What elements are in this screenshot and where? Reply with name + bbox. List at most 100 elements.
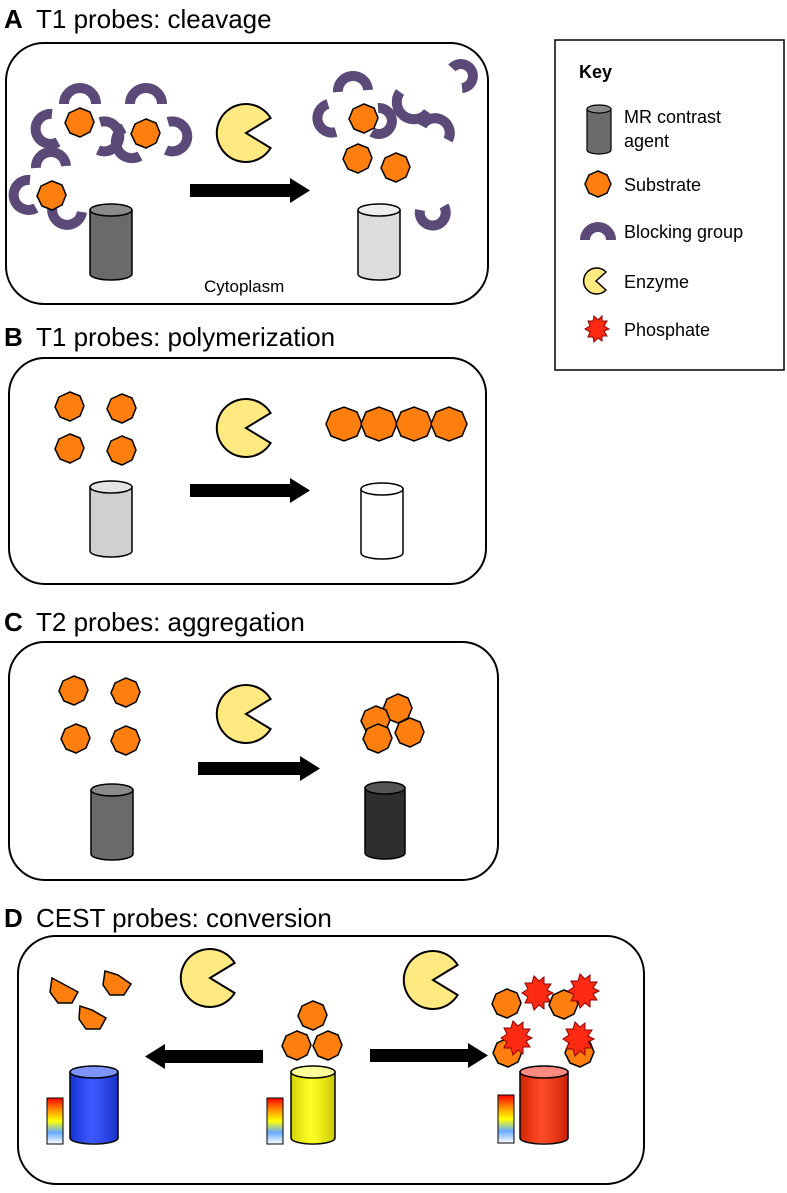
polymer-chain bbox=[325, 406, 468, 442]
substrate-icon bbox=[297, 1000, 328, 1031]
key-label: Phosphate bbox=[624, 320, 710, 340]
key-item-substrate: Substrate bbox=[584, 170, 701, 198]
panel-b-title: T1 probes: polymerization bbox=[36, 322, 335, 352]
cytoplasm-label: Cytoplasm bbox=[204, 277, 284, 296]
reaction-arrow bbox=[190, 478, 310, 503]
substrate-icon bbox=[36, 180, 67, 211]
phosphate-icon bbox=[521, 975, 555, 1011]
blocked-substrate-cluster bbox=[8, 83, 193, 230]
substrate-icon bbox=[584, 170, 612, 198]
cest-scale-bar bbox=[46, 1097, 64, 1145]
blocking-group-icon bbox=[580, 222, 616, 241]
substrate-icon bbox=[281, 1030, 312, 1061]
panel-c: C T2 probes: aggregation bbox=[4, 607, 499, 881]
contrast-agent-icon bbox=[290, 1065, 336, 1145]
panel-c-frame bbox=[8, 641, 499, 881]
panel-a-frame bbox=[5, 42, 489, 305]
phosphate-icon bbox=[567, 973, 601, 1009]
phosphate-icon bbox=[584, 314, 611, 344]
enzyme-icon bbox=[215, 398, 272, 458]
contrast-agent-icon bbox=[69, 1065, 119, 1145]
key-label-line2: agent bbox=[624, 131, 669, 151]
key-item-phosphate: Phosphate bbox=[584, 314, 710, 344]
substrate-icon bbox=[325, 406, 363, 442]
cleaved-substrate-icon bbox=[102, 970, 133, 996]
reaction-arrow bbox=[190, 178, 310, 203]
aggregate-cluster bbox=[360, 693, 425, 754]
phosphate-icon bbox=[500, 1020, 534, 1056]
enzyme-icon bbox=[215, 684, 272, 744]
substrate-icon bbox=[312, 1030, 343, 1061]
substrate-icon bbox=[395, 406, 433, 442]
substrate-icon bbox=[394, 717, 425, 748]
substrate-icon bbox=[110, 725, 141, 756]
reaction-arrow bbox=[198, 756, 320, 781]
panel-a: A T1 probes: cleavage bbox=[4, 4, 489, 305]
panel-d-frame bbox=[17, 935, 645, 1185]
substrate-icon bbox=[380, 152, 411, 183]
cleaved-substrate-icon bbox=[78, 1004, 108, 1030]
substrate-group bbox=[54, 391, 137, 466]
substrate-icon bbox=[60, 723, 91, 754]
substrate-icon bbox=[54, 433, 85, 464]
blocking-group-icon bbox=[8, 83, 193, 230]
panel-d-title: CEST probes: conversion bbox=[36, 903, 332, 933]
phosphate-icon bbox=[562, 1021, 596, 1057]
enzyme-icon bbox=[215, 103, 272, 163]
blocking-group-icon bbox=[312, 59, 478, 231]
key-item-enzyme: Enzyme bbox=[582, 267, 689, 295]
substrate-group bbox=[58, 675, 141, 756]
key-label: Blocking group bbox=[624, 222, 743, 242]
contrast-agent-icon bbox=[90, 783, 134, 861]
key-heading: Key bbox=[579, 62, 612, 82]
released-products bbox=[312, 59, 478, 231]
contrast-agent-icon bbox=[89, 480, 133, 558]
substrate-icon bbox=[360, 406, 398, 442]
substrate-icon bbox=[54, 391, 85, 422]
cest-scale-bar bbox=[497, 1094, 515, 1144]
substrate-icon bbox=[106, 435, 137, 466]
enzyme-icon bbox=[582, 267, 608, 295]
contrast-agent-icon bbox=[364, 781, 406, 860]
substrate-icon bbox=[342, 143, 373, 174]
contrast-agent-icon bbox=[89, 203, 133, 281]
substrate-icon bbox=[130, 118, 161, 149]
enzyme-icon bbox=[402, 950, 459, 1010]
key-item-contrast-agent: MR contrast agent bbox=[586, 104, 721, 155]
cleaved-substrate-icon bbox=[49, 976, 80, 1004]
enzyme-icon bbox=[179, 948, 236, 1008]
panel-b-frame bbox=[8, 357, 487, 585]
contrast-agent-icon bbox=[360, 482, 404, 560]
cest-scale-bar bbox=[266, 1097, 284, 1145]
key-label: Enzyme bbox=[624, 272, 689, 292]
substrate-icon bbox=[430, 406, 468, 442]
key-item-blocking-group: Blocking group bbox=[580, 222, 743, 242]
key-label: MR contrast bbox=[624, 107, 721, 127]
contrast-agent-icon bbox=[357, 203, 401, 281]
substrate-icon bbox=[106, 393, 137, 424]
panel-d: D CEST probes: conversion bbox=[4, 903, 645, 1185]
panel-b-letter: B bbox=[4, 322, 23, 352]
substrate-group bbox=[281, 1000, 343, 1061]
panel-d-letter: D bbox=[4, 903, 23, 933]
panel-a-letter: A bbox=[4, 4, 23, 34]
contrast-agent-icon bbox=[586, 104, 612, 155]
panel-a-title: T1 probes: cleavage bbox=[36, 4, 272, 34]
key-box: Key MR contrast agent Substrate Blocking… bbox=[554, 39, 785, 371]
substrate-icon bbox=[491, 988, 522, 1019]
panel-b: B T1 probes: polymerization bbox=[4, 322, 487, 585]
substrate-icon bbox=[348, 103, 379, 134]
panel-c-title: T2 probes: aggregation bbox=[36, 607, 305, 637]
reaction-arrow bbox=[370, 1043, 488, 1068]
reaction-arrow bbox=[145, 1044, 263, 1069]
substrate-icon bbox=[362, 723, 393, 754]
cleaved-substrate-fragments bbox=[49, 970, 133, 1030]
substrate-icon bbox=[64, 107, 95, 138]
key-label: Substrate bbox=[624, 175, 701, 195]
panel-c-letter: C bbox=[4, 607, 23, 637]
phosphorylated-substrates bbox=[491, 973, 601, 1068]
substrate-icon bbox=[110, 677, 141, 708]
contrast-agent-icon bbox=[519, 1065, 569, 1145]
substrate-icon bbox=[58, 675, 89, 706]
